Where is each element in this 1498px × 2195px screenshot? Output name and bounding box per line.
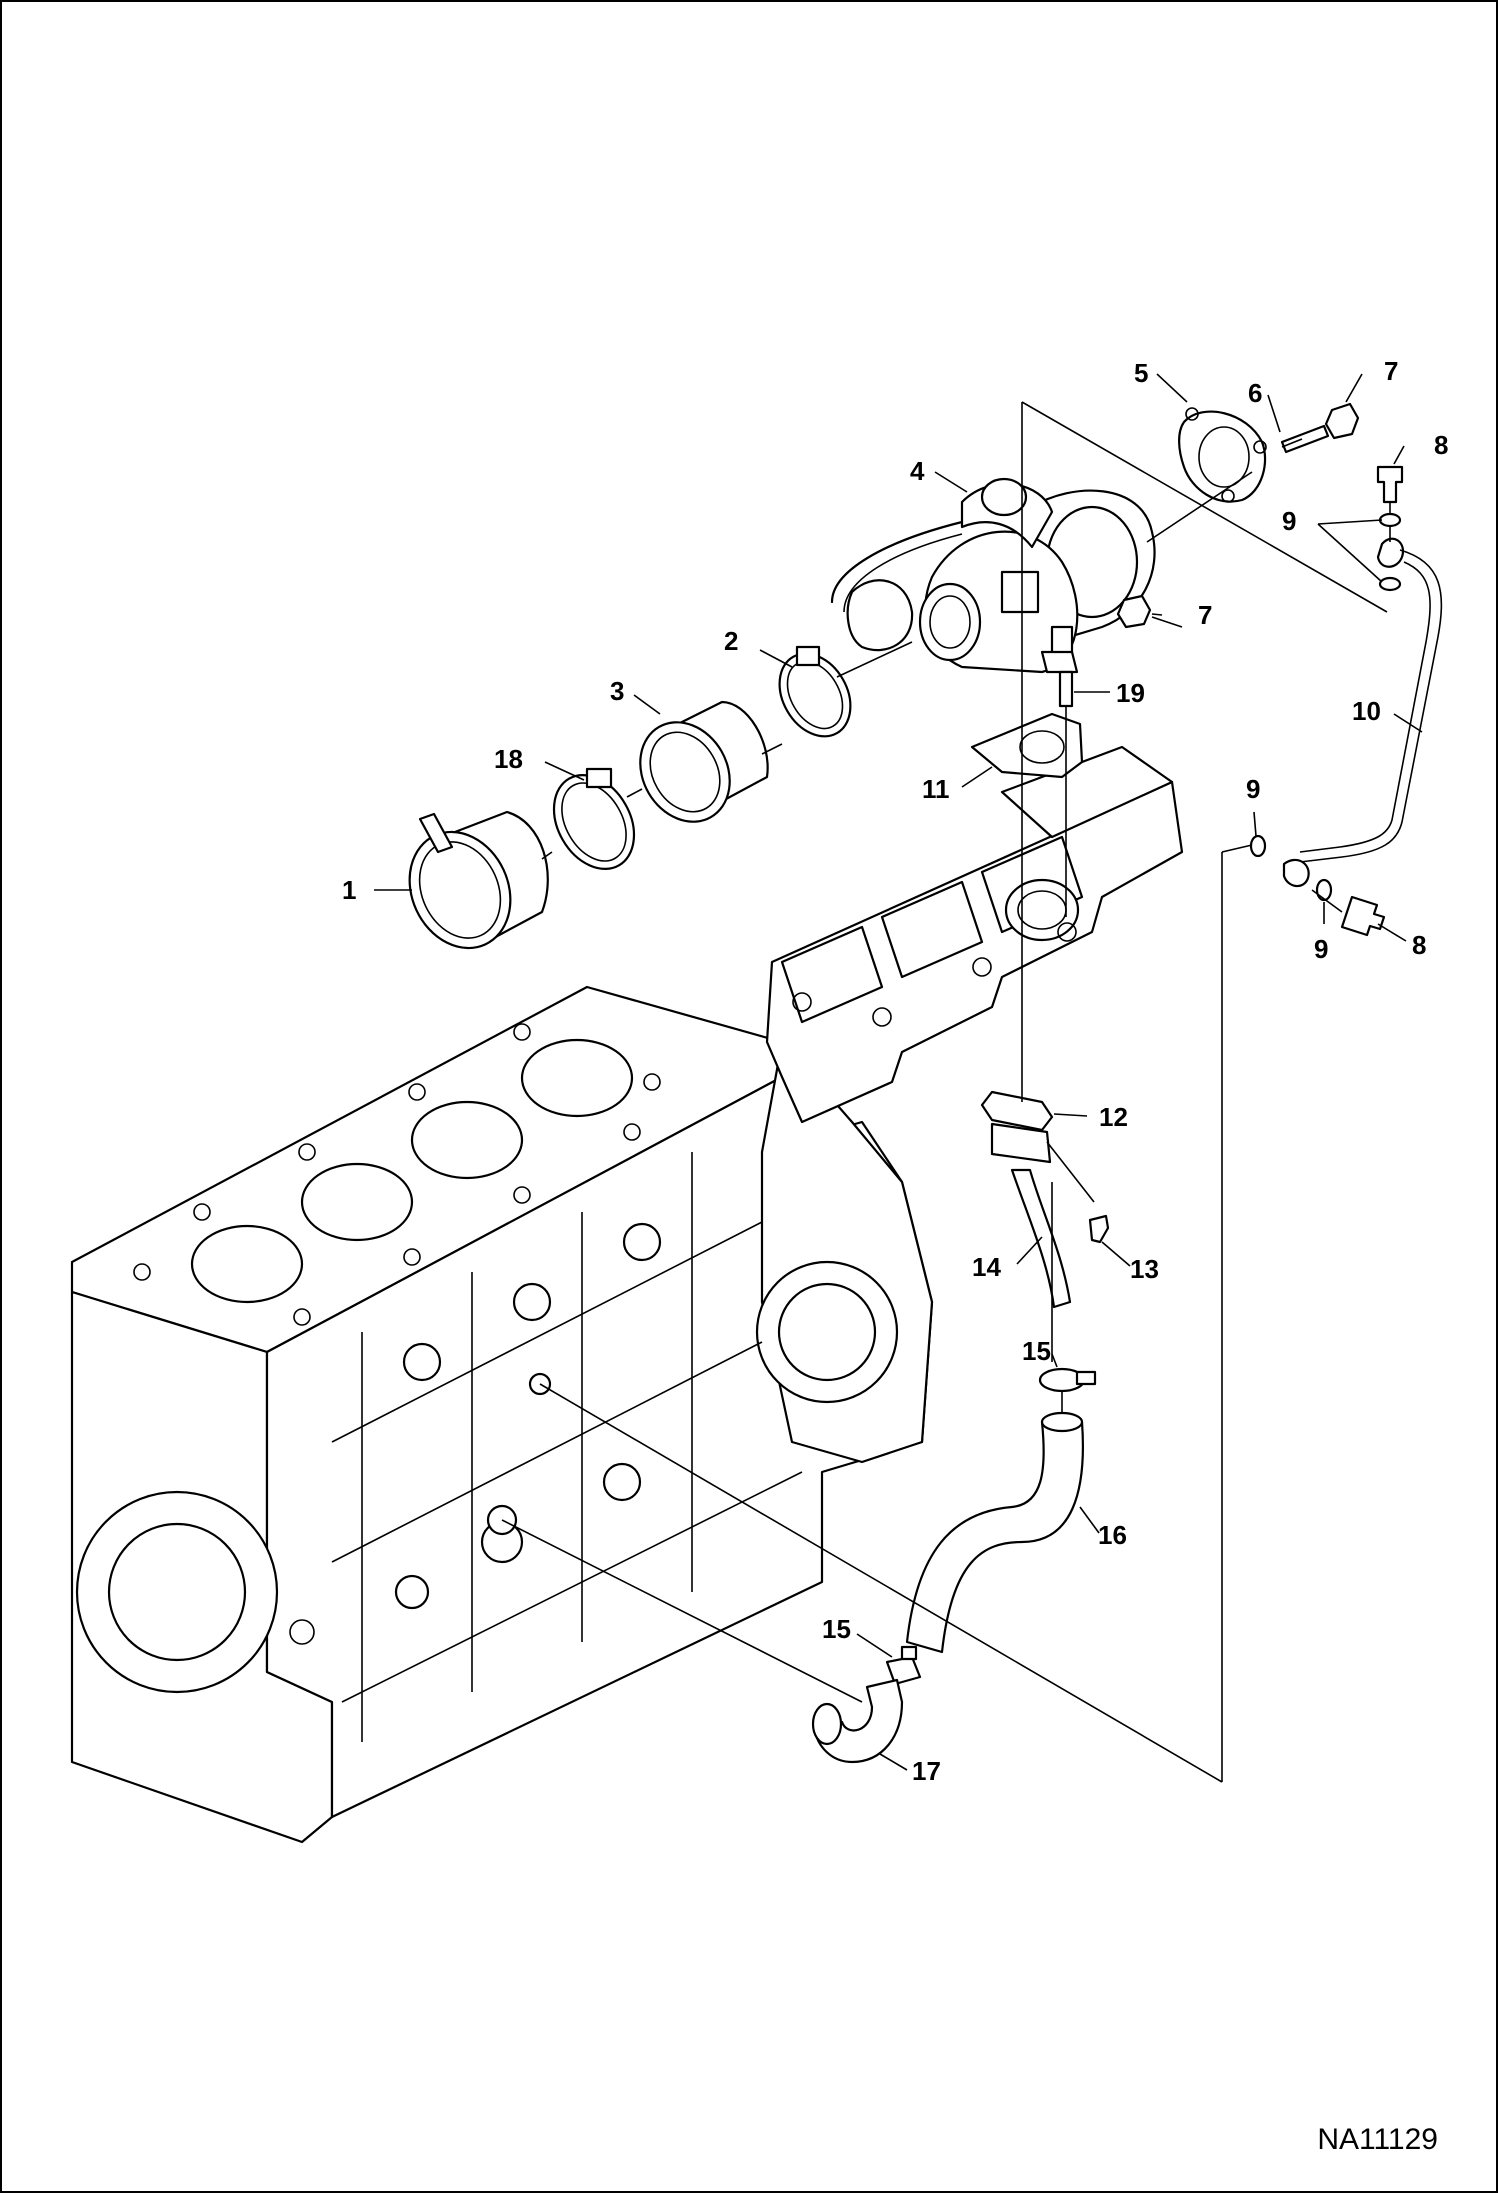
callout-9-left: 9 — [1246, 774, 1260, 804]
engine-block — [70, 985, 934, 1844]
callout-17: 17 — [912, 1756, 941, 1786]
callout-11: 11 — [922, 774, 950, 804]
callout-6: 6 — [1248, 378, 1262, 408]
banjo-bolt-lower — [1340, 895, 1386, 937]
banjo-bolt-top — [1376, 465, 1404, 504]
hose-clamp-lower — [885, 1645, 922, 1686]
callout-1: 1 — [342, 875, 356, 905]
callout-9-top: 9 — [1282, 506, 1296, 536]
callout-9-bottom: 9 — [1314, 934, 1328, 964]
nut-top — [1324, 402, 1360, 440]
callout-7-top: 7 — [1384, 356, 1398, 386]
callout-2: 2 — [724, 626, 738, 656]
callout-15-top: 15 — [1022, 1336, 1051, 1366]
intake-hose — [639, 700, 769, 823]
callout-7-lower: 7 — [1198, 600, 1212, 630]
callout-8-top: 8 — [1434, 430, 1448, 460]
callout-13: 13 — [1130, 1254, 1159, 1284]
callout-14: 14 — [972, 1252, 1001, 1282]
oil-return-hose — [905, 1411, 1084, 1654]
washer-lower-a — [1249, 834, 1267, 858]
washer-top-a — [1378, 512, 1402, 528]
intake-pipe — [408, 810, 549, 950]
callout-3: 3 — [610, 676, 624, 706]
callout-12: 12 — [1099, 1102, 1128, 1132]
nut-lower — [1116, 594, 1152, 629]
hose-clamp-top — [1038, 1367, 1097, 1393]
washer-top-b — [1378, 576, 1402, 592]
callout-10: 10 — [1352, 696, 1381, 726]
callout-16: 16 — [1098, 1520, 1127, 1550]
dowel — [1058, 670, 1074, 708]
turbo-gasket — [1178, 407, 1267, 503]
stud — [1280, 424, 1330, 454]
callout-leaders — [374, 373, 1423, 1771]
callout-5: 5 — [1134, 358, 1148, 388]
assembly-lines — [501, 401, 1391, 1783]
callout-15-lower: 15 — [822, 1614, 851, 1644]
oil-drain-tube — [990, 1122, 1072, 1309]
clamp-2 — [778, 645, 852, 738]
exhaust-manifold — [765, 745, 1184, 1124]
elbow-fitting — [811, 1678, 904, 1764]
clamp-18 — [552, 767, 636, 870]
callout-19: 19 — [1116, 678, 1145, 708]
oil-feed-pipe — [1282, 537, 1443, 888]
callout-8-lower: 8 — [1412, 930, 1426, 960]
callout-labels: 1 2 3 4 5 6 7 7 8 8 9 9 9 10 11 12 13 14… — [342, 356, 1448, 1786]
callout-4: 4 — [910, 456, 925, 486]
washer-lower-b — [1315, 878, 1333, 902]
figure-id: NA11129 — [1317, 2123, 1438, 2156]
turbocharger — [830, 477, 1156, 674]
exhaust-gasket — [970, 712, 1084, 779]
drain-gasket — [980, 1090, 1054, 1132]
callout-18: 18 — [494, 744, 523, 774]
flange-bolt — [1088, 1214, 1110, 1244]
